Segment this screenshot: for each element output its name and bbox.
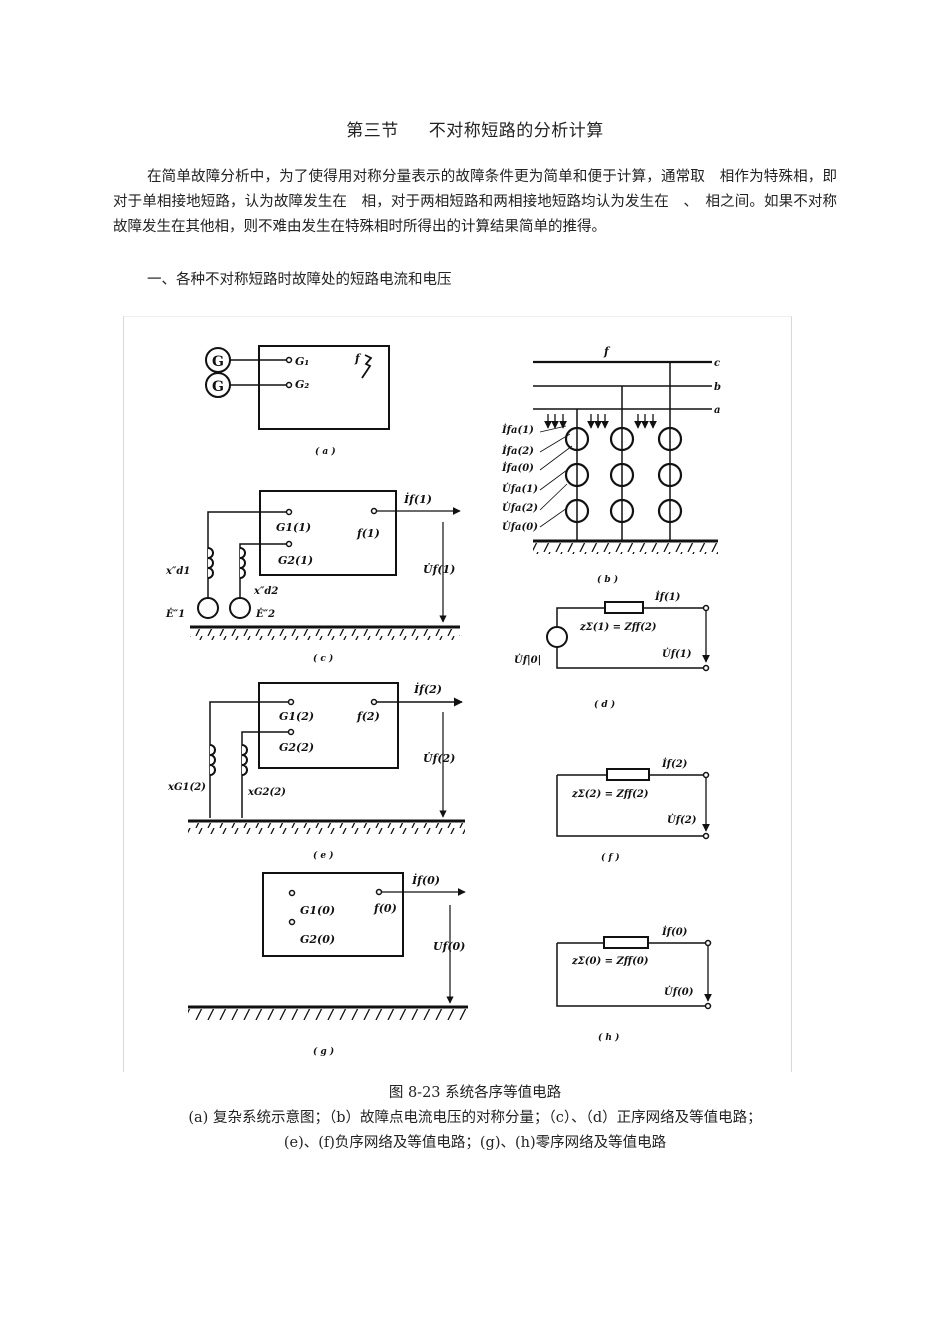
impedance-icon	[604, 601, 644, 614]
voltage-source-icon	[546, 626, 568, 648]
svg-text:U̇f(2): U̇f(2)	[667, 814, 697, 826]
figure-caption-line: (e)、(f)负序网络及等值电路；(g)、(h)零序网络及等值电路	[283, 1135, 667, 1151]
svg-text:G: G	[212, 354, 224, 370]
subsection-heading: 一、各种不对称短路时故障处的短路电流和电压	[147, 272, 452, 288]
panel-label: ( b )	[597, 574, 618, 585]
phase-label: a	[714, 405, 720, 416]
svg-text:xG2(2): xG2(2)	[247, 787, 286, 798]
figure-caption-line: (a) 复杂系统示意图；（b）故障点电流电压的对称分量；（c）、（d）正序网络及…	[188, 1110, 762, 1126]
svg-text:f(0): f(0)	[373, 902, 397, 915]
svg-text:G: G	[212, 379, 224, 395]
svg-text:G2(2): G2(2)	[279, 741, 314, 754]
svg-text:İf(0): İf(0)	[661, 925, 688, 938]
panel-h: zΣ(0) = Zff(0) İf(0) U̇f(0) ( h )	[556, 925, 712, 1043]
impedance-icon	[606, 768, 650, 781]
inductor-icon	[241, 744, 248, 776]
svg-text:U̇f(1): U̇f(1)	[662, 648, 692, 660]
svg-text:f(2): f(2)	[356, 710, 380, 723]
inductor-icon	[207, 547, 214, 579]
panel-label: ( a )	[315, 446, 336, 457]
svg-text:U̇f(0): U̇f(0)	[664, 986, 694, 998]
svg-text:Uf(0): Uf(0)	[433, 940, 465, 953]
panel-label: ( h )	[598, 1032, 619, 1043]
panel-c: G1(1) G2(1) f(1) İf(1) U̇f(1) x″d1 x″d2 …	[165, 490, 461, 664]
component-label: İfa(1)	[501, 423, 534, 436]
svg-text:G2(0): G2(0)	[300, 933, 335, 946]
panel-b: f c b a İfa(1) İfa(2) İfa(0) U̇fa(1) U̇f…	[501, 345, 721, 585]
svg-text:G1(0): G1(0)	[300, 904, 335, 917]
svg-text:zΣ(0) = Zff(0): zΣ(0) = Zff(0)	[571, 956, 649, 967]
panel-label: ( e )	[313, 850, 334, 861]
figure-caption-title: 图 8-23 系统各序等值电路	[388, 1085, 562, 1101]
network-box	[259, 490, 397, 576]
svg-text:zΣ(2) = Zff(2): zΣ(2) = Zff(2)	[571, 789, 649, 800]
fault-bolt-icon	[361, 354, 373, 379]
svg-text:Ė″1: Ė″1	[165, 607, 185, 620]
panel-d: zΣ(1) = Zff(2) İf(1) U̇f(1) U̇f|0| ( d )	[514, 590, 710, 710]
generator-1-icon: G	[205, 347, 231, 373]
svg-text:İf(2): İf(2)	[413, 682, 442, 696]
intro-paragraph: 在简单故障分析中，为了使得用对称分量表示的故障条件更为简单和便于计算，通常取 相…	[113, 169, 837, 235]
generator-2-icon: G	[205, 372, 231, 398]
svg-text:x″d1: x″d1	[165, 566, 190, 577]
network-box	[258, 682, 399, 769]
component-label: İfa(2)	[501, 444, 534, 457]
section-name: 不对称短路的分析计算	[428, 121, 604, 141]
svg-text:İf(0): İf(0)	[411, 873, 440, 887]
panel-e: G1(2) G2(2) f(2) İf(2) U̇f(2) xG1(2) xG2…	[167, 682, 465, 861]
svg-text:Ė″2: Ė″2	[255, 607, 275, 620]
section-title: 第三节 不对称短路的分析计算	[0, 116, 950, 141]
voltage-source-icon	[229, 597, 251, 619]
component-label: U̇fa(0)	[502, 521, 538, 533]
panel-label: ( c )	[313, 653, 333, 664]
svg-text:G1(2): G1(2)	[279, 710, 314, 723]
inductor-icon	[239, 547, 246, 579]
svg-text:G1(1): G1(1)	[276, 521, 311, 534]
fault-label: f	[603, 345, 611, 358]
svg-text:İf(1): İf(1)	[654, 590, 681, 603]
svg-text:U̇f(1): U̇f(1)	[423, 563, 455, 576]
svg-text:zΣ(1) = Zff(2): zΣ(1) = Zff(2)	[579, 622, 657, 633]
panel-a: G G G₁ G₂ f ( a )	[205, 345, 390, 457]
svg-text:İf(1): İf(1)	[403, 492, 432, 506]
voltage-source-icon	[197, 597, 219, 619]
component-label: U̇fa(1)	[502, 483, 538, 495]
panel-f: zΣ(2) = Zff(2) İf(2) U̇f(2) ( f )	[556, 757, 710, 863]
phase-label: c	[714, 358, 720, 369]
panel-label: ( f )	[601, 852, 620, 863]
component-label: İfa(0)	[501, 461, 534, 474]
section-number: 第三节	[346, 121, 399, 141]
inductor-icon	[209, 744, 216, 776]
figure-frame	[123, 316, 792, 1072]
panel-label: ( g )	[313, 1046, 334, 1057]
svg-text:U̇f(2): U̇f(2)	[423, 752, 455, 765]
svg-text:f(1): f(1)	[356, 527, 380, 540]
fault-label: f	[354, 352, 362, 365]
node-label: G₁	[295, 355, 309, 368]
phase-label: b	[714, 382, 721, 393]
node-label: G₂	[295, 378, 309, 391]
svg-text:G2(1): G2(1)	[278, 554, 313, 567]
network-box	[262, 872, 404, 957]
panel-g: G1(0) G2(0) f(0) İf(0) Uf(0) ( g )	[188, 872, 468, 1057]
svg-text:xG1(2): xG1(2)	[167, 782, 206, 793]
component-label: U̇fa(2)	[502, 502, 538, 514]
svg-text:U̇f|0|: U̇f|0|	[514, 654, 541, 666]
panel-label: ( d )	[594, 699, 615, 710]
svg-text:İf(2): İf(2)	[661, 757, 688, 770]
svg-text:x″d2: x″d2	[253, 586, 278, 597]
network-box	[258, 345, 390, 430]
impedance-icon	[603, 936, 649, 949]
